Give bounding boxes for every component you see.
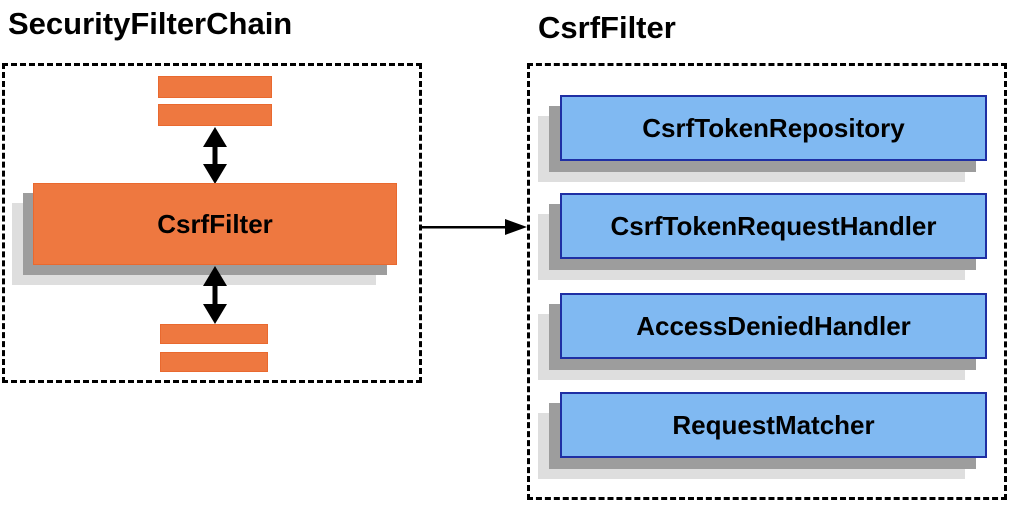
security-filter-chain-boundary bbox=[2, 63, 422, 383]
component-request-matcher: RequestMatcher bbox=[538, 392, 987, 479]
filter-placeholder-bar bbox=[160, 324, 268, 344]
filter-placeholder-bar bbox=[158, 104, 272, 126]
component-csrf-token-repository: CsrfTokenRepository bbox=[538, 95, 987, 182]
security-filter-chain-title: SecurityFilterChain bbox=[8, 6, 293, 41]
component-label: RequestMatcher bbox=[672, 409, 875, 440]
bidirectional-arrow-icon bbox=[203, 127, 227, 184]
bidirectional-arrow-icon bbox=[203, 266, 227, 324]
csrf-filter-box: CsrfFilter bbox=[33, 183, 397, 265]
component-label: CsrfTokenRepository bbox=[642, 112, 905, 143]
component-label: CsrfTokenRequestHandler bbox=[610, 210, 937, 241]
csrf-filter-boundary bbox=[527, 63, 1007, 500]
flow-arrow-icon bbox=[422, 219, 527, 235]
component-access-denied-handler: AccessDeniedHandler bbox=[538, 293, 987, 380]
component-box: AccessDeniedHandler bbox=[560, 293, 987, 359]
csrf-filter-node: CsrfFilter bbox=[12, 183, 397, 285]
csrf-filter-box-label: CsrfFilter bbox=[157, 208, 273, 239]
component-box: RequestMatcher bbox=[560, 392, 987, 458]
filter-placeholder-bar bbox=[160, 352, 268, 372]
component-box: CsrfTokenRepository bbox=[560, 95, 987, 161]
filter-placeholder-bar bbox=[158, 76, 272, 98]
component-label: AccessDeniedHandler bbox=[636, 310, 911, 341]
csrf-filter-title: CsrfFilter bbox=[538, 10, 676, 45]
component-csrf-token-request-handler: CsrfTokenRequestHandler bbox=[538, 193, 987, 280]
component-box: CsrfTokenRequestHandler bbox=[560, 193, 987, 259]
